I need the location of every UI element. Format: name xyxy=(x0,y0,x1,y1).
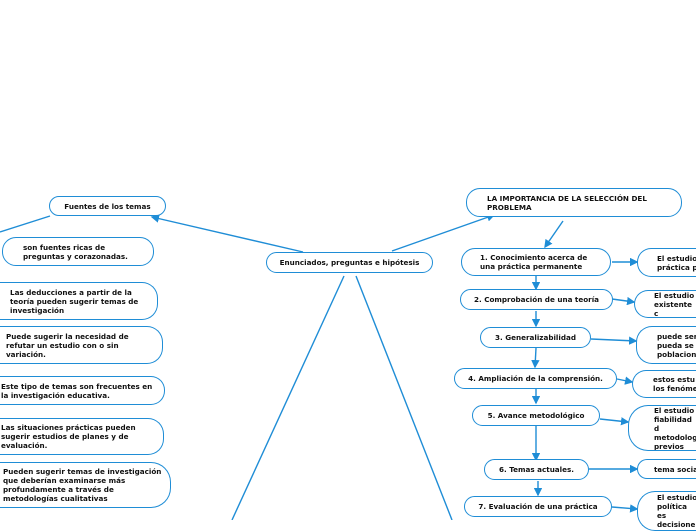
center-node[interactable]: Enunciados, preguntas e hipótesis xyxy=(266,252,433,273)
left-item-4[interactable]: Este tipo de temas son frecuentes en la … xyxy=(0,376,165,405)
right-note-7[interactable]: El estudio política es decisione xyxy=(637,491,696,531)
right-item-7[interactable]: 7. Evaluación de una práctica xyxy=(464,496,612,517)
right-note-5[interactable]: El estudio fiabilidad d metodolog previo… xyxy=(628,405,696,451)
left-item-2[interactable]: Las deducciones a partir de la teoría pu… xyxy=(0,282,158,320)
right-item-5[interactable]: 5. Avance metodológico xyxy=(472,405,600,426)
right-item-1[interactable]: 1. Conocimiento acerca de una práctica p… xyxy=(461,248,611,276)
right-item-3[interactable]: 3. Generalizabilidad xyxy=(480,327,591,348)
left-item-1[interactable]: son fuentes ricas de preguntas y corazon… xyxy=(2,237,154,266)
right-note-6[interactable]: tema socia xyxy=(637,459,696,479)
left-branch-title[interactable]: Fuentes de los temas xyxy=(49,196,166,216)
right-note-1[interactable]: El estudio práctica p xyxy=(637,248,696,277)
right-note-2[interactable]: El estudio existente c xyxy=(634,290,696,318)
right-note-3[interactable]: puede ser pueda se poblacion xyxy=(636,326,696,364)
left-item-3[interactable]: Puede sugerir la necesidad de refutar un… xyxy=(0,326,163,364)
right-item-2[interactable]: 2. Comprobación de una teoría xyxy=(460,289,613,310)
right-item-6[interactable]: 6. Temas actuales. xyxy=(484,459,589,480)
connector-lines xyxy=(0,213,639,520)
right-branch-title[interactable]: LA IMPORTANCIA DE LA SELECCIÓN DEL PROBL… xyxy=(466,188,682,217)
right-item-4[interactable]: 4. Ampliación de la comprensión. xyxy=(454,368,617,389)
right-note-4[interactable]: estos estu los fenóme xyxy=(632,370,696,398)
left-item-6[interactable]: Pueden sugerir temas de investigación qu… xyxy=(0,462,171,508)
left-item-5[interactable]: Las situaciones prácticas pueden sugerir… xyxy=(0,418,164,455)
